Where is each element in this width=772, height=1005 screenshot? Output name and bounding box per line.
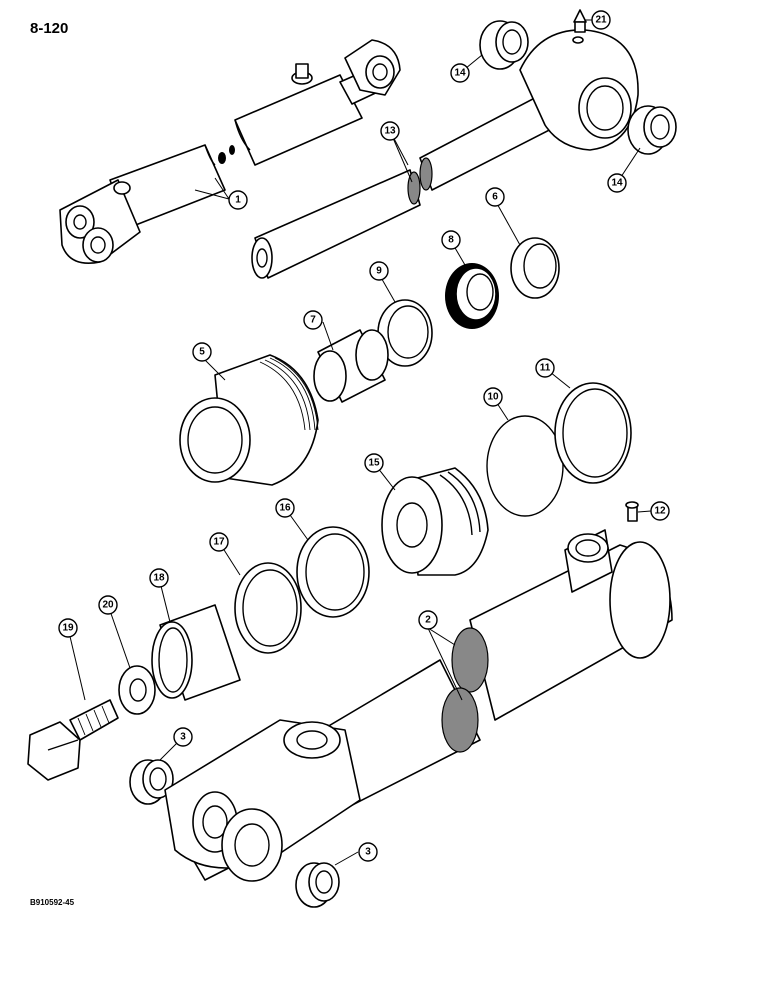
- callout-9: 9: [369, 261, 389, 281]
- bushing-part-14-upper: [479, 20, 529, 70]
- bolt-part-19: [27, 699, 119, 781]
- callout-5: 5: [192, 342, 212, 362]
- bushing-part-3-upper: [129, 759, 174, 805]
- piston-part-15: [381, 467, 489, 576]
- callout-1: 1: [228, 190, 248, 210]
- seal-part-16: [296, 526, 370, 618]
- svg-text:19: 19: [62, 623, 74, 634]
- svg-text:20: 20: [102, 600, 114, 611]
- callout-12: 12: [650, 501, 670, 521]
- callout-10: 10: [483, 387, 503, 407]
- seal-part-17: [234, 562, 302, 654]
- callout-14-lower: 14: [607, 173, 627, 193]
- callout-6: 6: [485, 187, 505, 207]
- svg-text:17: 17: [213, 537, 225, 548]
- rod-seal-part-8: [445, 263, 499, 329]
- callout-15: 15: [364, 453, 384, 473]
- svg-text:14: 14: [611, 178, 623, 189]
- callout-11: 11: [535, 358, 555, 378]
- svg-text:2: 2: [425, 615, 431, 626]
- gland-part-5: [179, 354, 319, 486]
- plug-part-12: [625, 501, 639, 522]
- svg-text:21: 21: [595, 15, 607, 26]
- wiper-seal-part-6: [510, 237, 560, 299]
- svg-text:16: 16: [279, 503, 291, 514]
- figure-code: B910592-45: [30, 898, 75, 907]
- piston-rod-part-13: [251, 29, 639, 279]
- callout-19: 19: [58, 618, 78, 638]
- cylinder-barrel-part-2: [164, 529, 673, 882]
- callout-7: 7: [303, 310, 323, 330]
- backup-ring-part-11: [554, 382, 632, 484]
- svg-text:3: 3: [365, 847, 371, 858]
- callout-3-lower: 3: [358, 842, 378, 862]
- wear-ring-part-18: [151, 604, 241, 701]
- callout-3-upper: 3: [173, 727, 193, 747]
- svg-text:11: 11: [540, 363, 551, 374]
- callout-16: 16: [275, 498, 295, 518]
- callout-18: 18: [149, 568, 169, 588]
- svg-text:18: 18: [153, 573, 165, 584]
- assembled-cylinder-illustration: [59, 39, 401, 264]
- bearing-part-7: [313, 329, 389, 403]
- bushing-part-14-lower: [627, 105, 677, 155]
- svg-text:9: 9: [376, 266, 382, 277]
- callout-20: 20: [98, 595, 118, 615]
- callout-2: 2: [418, 610, 438, 630]
- svg-text:1: 1: [235, 195, 241, 206]
- svg-text:8: 8: [448, 235, 454, 246]
- svg-text:10: 10: [487, 392, 499, 403]
- callout-21: 21: [591, 10, 611, 30]
- callout-14-upper: 14: [450, 63, 470, 83]
- grease-fitting-part-21: [573, 9, 587, 33]
- svg-text:15: 15: [368, 458, 380, 469]
- svg-text:5: 5: [199, 347, 205, 358]
- callout-8: 8: [441, 230, 461, 250]
- o-ring-part-10: [486, 415, 564, 517]
- callout-17: 17: [209, 532, 229, 552]
- svg-text:7: 7: [310, 315, 316, 326]
- svg-text:14: 14: [454, 68, 466, 79]
- callout-13: 13: [380, 121, 400, 141]
- bushing-part-3-lower: [295, 862, 340, 908]
- svg-text:6: 6: [492, 192, 498, 203]
- washer-part-20: [118, 665, 156, 715]
- page-number: 8-120: [30, 20, 69, 37]
- svg-text:13: 13: [384, 126, 396, 137]
- svg-text:12: 12: [654, 506, 666, 517]
- svg-text:3: 3: [180, 732, 186, 743]
